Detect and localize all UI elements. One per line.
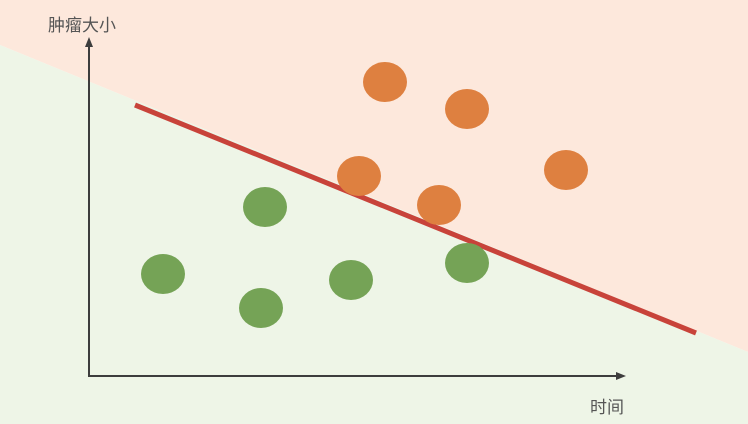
orange-points: [337, 62, 588, 225]
y-axis-arrow-icon: [85, 37, 93, 47]
lower-region: [0, 45, 748, 424]
green-point: [243, 187, 287, 227]
x-axis-label: 时间: [590, 398, 624, 418]
x-axis: [88, 372, 626, 380]
orange-point: [445, 89, 489, 129]
decision-boundary-line: [134, 102, 697, 336]
green-point: [141, 254, 185, 294]
orange-point: [417, 185, 461, 225]
orange-point: [337, 156, 381, 196]
green-point: [445, 243, 489, 283]
green-point: [239, 288, 283, 328]
orange-point: [544, 150, 588, 190]
y-axis-label: 肿瘤大小: [48, 16, 116, 36]
x-axis-arrow-icon: [616, 372, 626, 380]
orange-point: [363, 62, 407, 102]
green-points: [141, 187, 489, 328]
y-axis: [85, 37, 93, 376]
green-point: [329, 260, 373, 300]
